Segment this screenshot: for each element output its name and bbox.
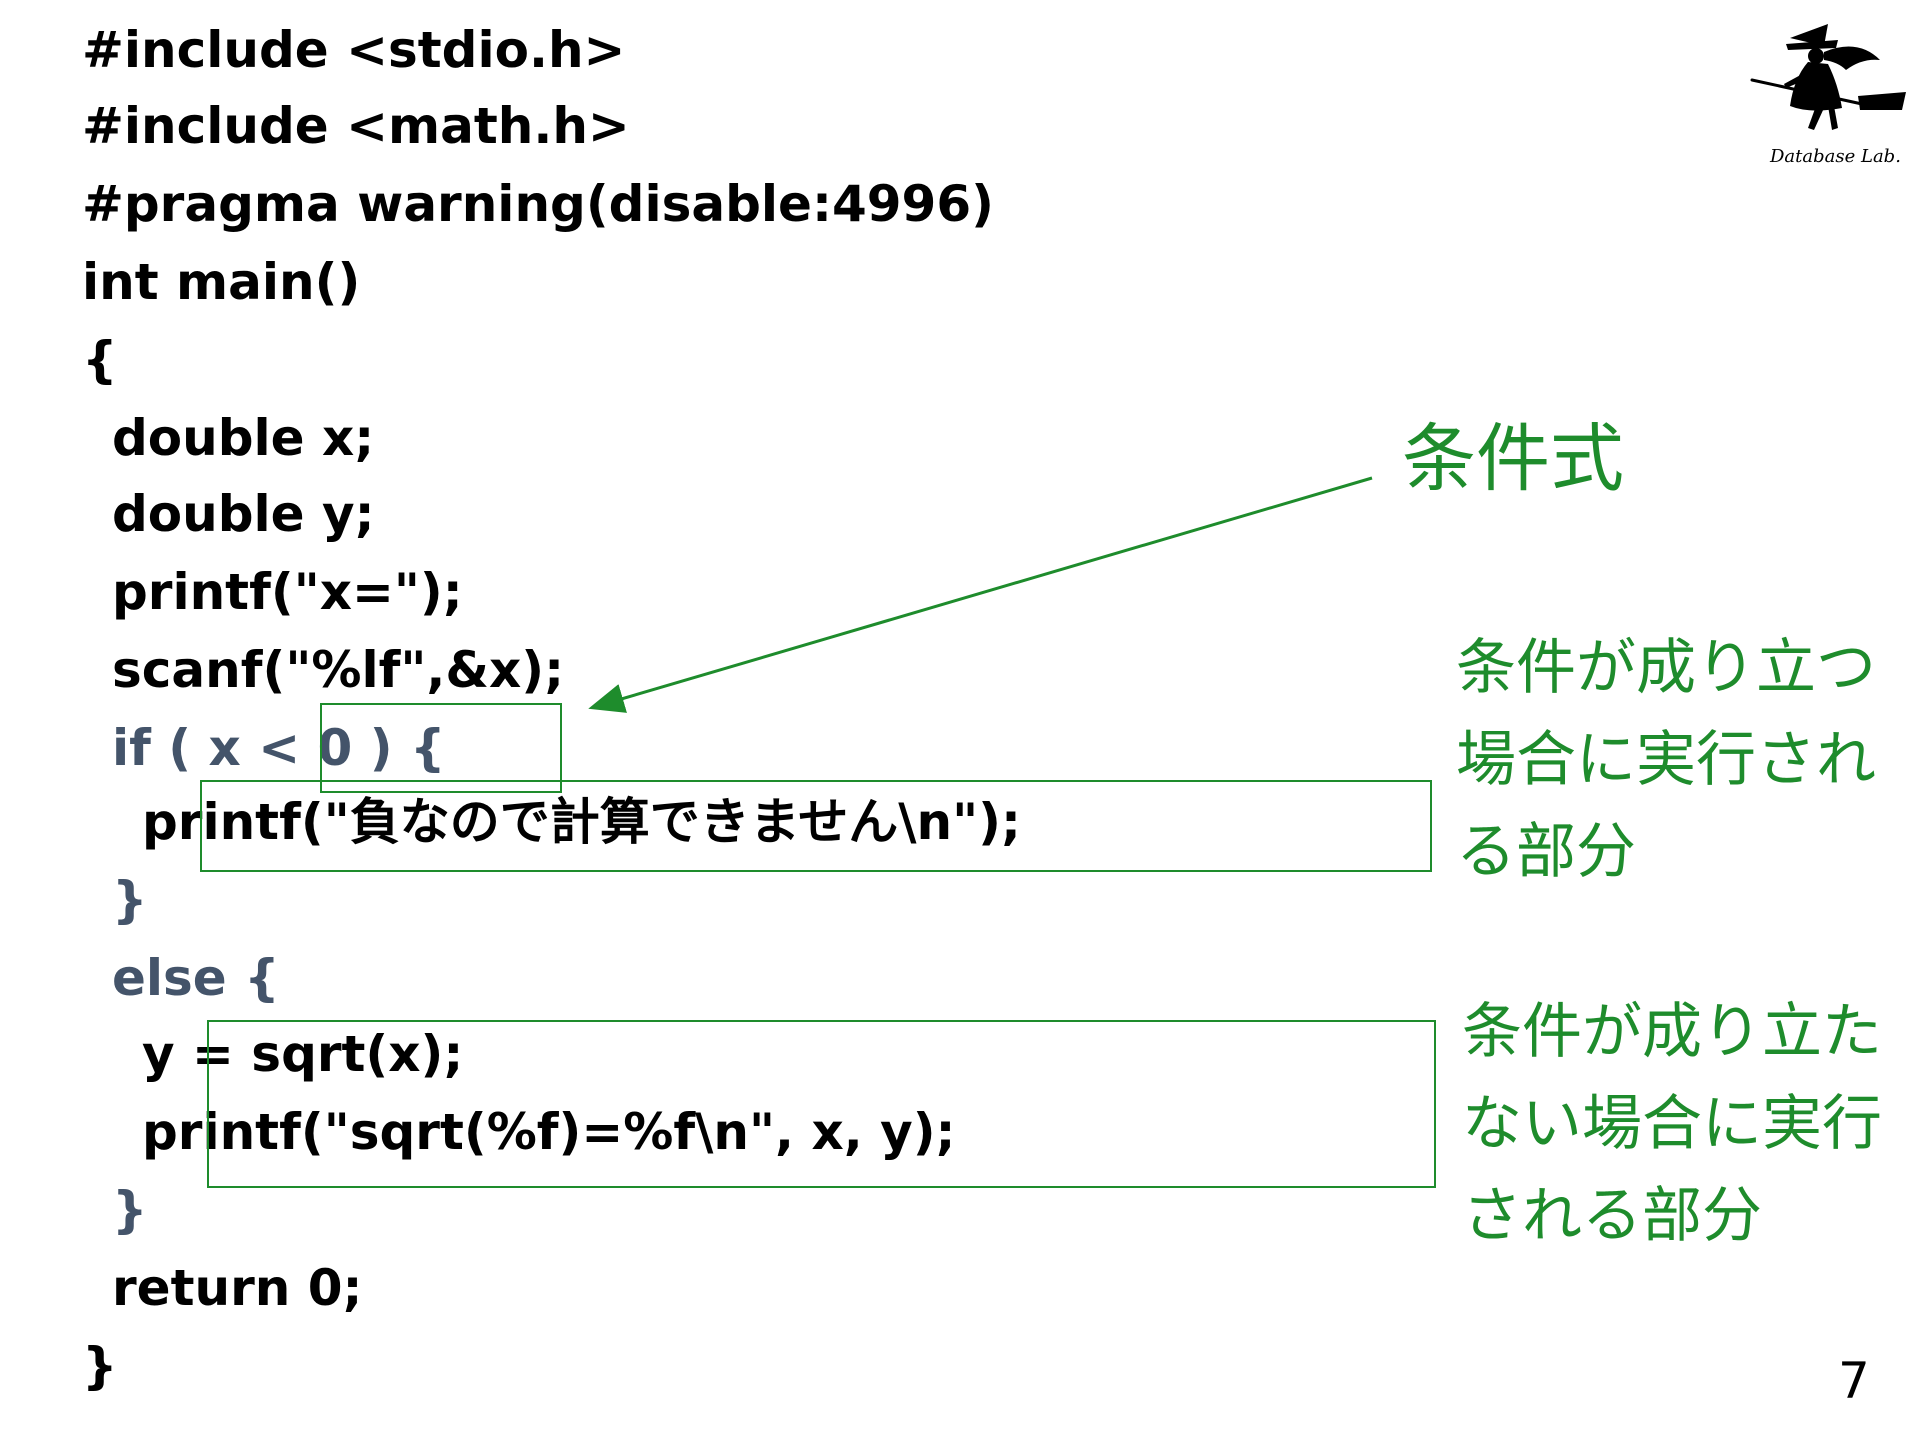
true-branch-note-line3: る部分	[1456, 817, 1636, 887]
code-line-pragma: #pragma warning(disable:4996)	[82, 175, 994, 233]
condition-label: 条件式	[1402, 416, 1624, 502]
code-line-if: if ( x < 0 ) {	[112, 719, 446, 777]
witch-on-broom-icon	[1750, 24, 1906, 130]
code-line-else-close-brace: }	[112, 1181, 148, 1239]
code-line-printf-prompt: printf("x=");	[112, 563, 463, 621]
code-line-printf-result: printf("sqrt(%f)=%f\n", x, y);	[142, 1103, 956, 1161]
code-line-close-brace: }	[82, 1337, 118, 1395]
condition-highlight-box	[320, 703, 562, 793]
false-branch-note-line3: される部分	[1462, 1181, 1762, 1251]
false-branch-note-line1: 条件が成り立た	[1462, 997, 1882, 1067]
code-line-if-close-brace: }	[112, 871, 148, 929]
false-branch-highlight-box	[207, 1020, 1436, 1188]
true-branch-note-line2: 場合に実行され	[1456, 725, 1876, 795]
code-line-open-brace: {	[82, 331, 118, 389]
page-number: 7	[1838, 1352, 1870, 1410]
logo-text: Database Lab.	[1770, 146, 1901, 167]
code-line-sqrt: y = sqrt(x);	[142, 1025, 464, 1083]
code-line-declare-y: double y;	[112, 485, 375, 543]
code-line-return: return 0;	[112, 1259, 363, 1317]
code-line-include-stdio: #include <stdio.h>	[82, 21, 626, 79]
condition-pointer-line	[588, 476, 1373, 713]
code-line-declare-x: double x;	[112, 409, 375, 467]
true-branch-highlight-box	[200, 780, 1432, 872]
code-line-else: else {	[112, 949, 280, 1007]
code-line-scanf: scanf("%lf",&x);	[112, 641, 565, 699]
true-branch-note-line1: 条件が成り立つ	[1456, 633, 1876, 703]
false-branch-note-line2: ない場合に実行	[1462, 1089, 1882, 1159]
code-line-main: int main()	[82, 253, 361, 311]
code-line-include-math: #include <math.h>	[82, 97, 630, 155]
code-line-printf-error: printf("負なので計算できません\n");	[142, 793, 1021, 851]
